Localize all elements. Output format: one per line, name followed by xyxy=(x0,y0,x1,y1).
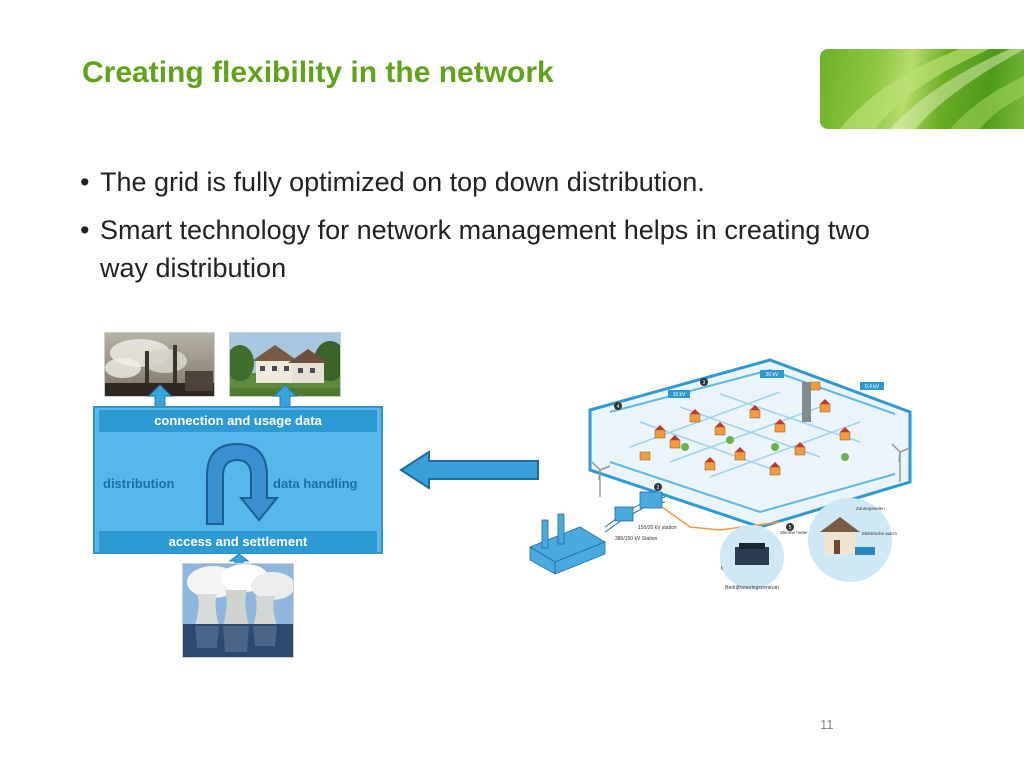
bullet-list: • The grid is fully optimized on top dow… xyxy=(78,163,898,297)
data-handling-label: data handling xyxy=(273,476,358,491)
page-number: 11 xyxy=(820,717,834,732)
bullet-item: • The grid is fully optimized on top dow… xyxy=(78,163,898,201)
svg-text:2: 2 xyxy=(657,485,660,491)
cooling-towers-photo xyxy=(182,563,294,658)
cycle-arrow-icon xyxy=(206,442,279,525)
svg-text:Slimme meter: Slimme meter xyxy=(780,530,808,535)
data-handling-box: connection and usage data distribution d… xyxy=(93,406,383,554)
slide-title: Creating flexibility in the network xyxy=(82,56,554,89)
smart-grid-illustration: 20 kV 10 kV 0,4 kV 3 2 4 1 5 xyxy=(520,352,920,602)
svg-text:4: 4 xyxy=(617,404,620,410)
svg-text:20 kV: 20 kV xyxy=(766,372,779,378)
bullet-marker: • xyxy=(80,167,90,197)
svg-text:5: 5 xyxy=(789,525,792,531)
svg-text:Zonnepanelen: Zonnepanelen xyxy=(856,506,885,511)
svg-text:380/150 kV Station: 380/150 kV Station xyxy=(615,536,657,542)
connection-usage-band: connection and usage data xyxy=(99,410,377,432)
svg-text:10 kV: 10 kV xyxy=(673,392,686,398)
svg-text:150/20 kV station: 150/20 kV station xyxy=(638,525,677,531)
access-settlement-band: access and settlement xyxy=(99,531,377,553)
bullet-item: • Smart technology for network managemen… xyxy=(78,211,898,287)
left-arrow-icon xyxy=(399,450,539,490)
bullet-marker: • xyxy=(80,215,90,245)
bullet-text: The grid is fully optimized on top down … xyxy=(100,167,705,197)
bullet-text: Smart technology for network management … xyxy=(100,215,870,283)
banner-swoosh-graphic xyxy=(840,49,1024,129)
svg-text:3: 3 xyxy=(703,380,706,386)
distribution-label: distribution xyxy=(103,476,175,491)
svg-text:0,4 kV: 0,4 kV xyxy=(865,384,880,390)
title-banner-decoration xyxy=(820,49,1024,129)
svg-text:Elektrische auto's: Elektrische auto's xyxy=(862,531,898,536)
svg-text:Bedrijfsvoeringscentrum: Bedrijfsvoeringscentrum xyxy=(725,585,779,591)
